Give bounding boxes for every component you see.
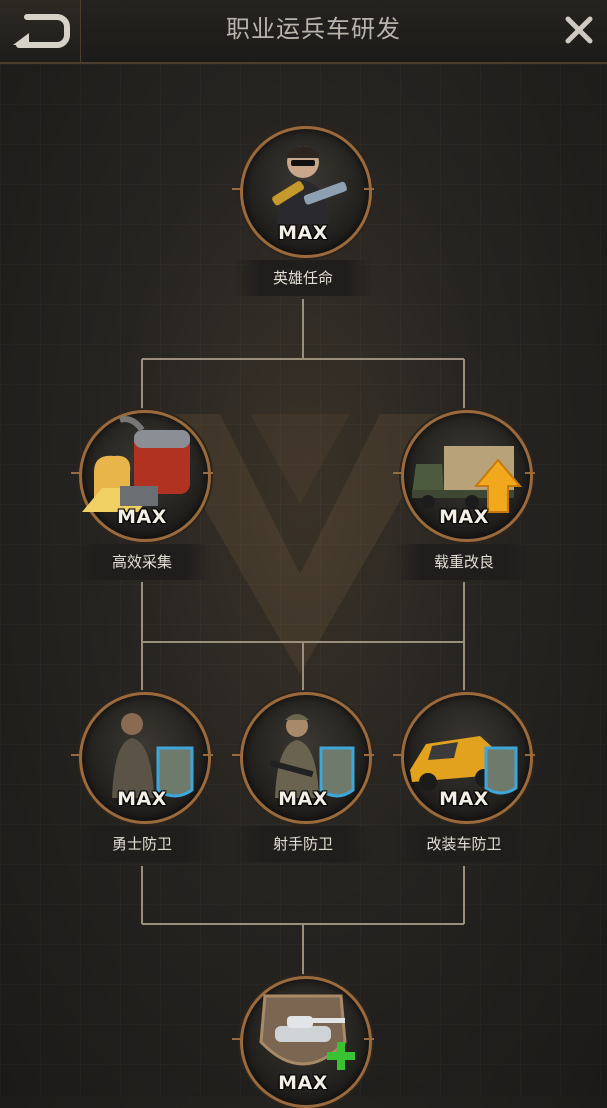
page-title: 职业运兵车研发 — [226, 15, 401, 43]
shooter-shield-icon — [269, 714, 355, 798]
hero-gunner-icon — [272, 146, 347, 224]
back-arrow-icon — [13, 14, 70, 48]
node-label: 改装车防卫 — [394, 826, 534, 862]
ring-tick — [71, 754, 81, 756]
armored-car-shield-icon — [410, 736, 518, 795]
research-tree: MAX 英雄任命 MAX 高效采集 MAX — [0, 64, 607, 1108]
ring-tick — [232, 1038, 242, 1040]
level-badge: MAX — [278, 222, 328, 244]
close-button[interactable] — [557, 8, 601, 52]
close-icon — [565, 16, 593, 44]
node-label: 载重改良 — [394, 544, 534, 580]
level-badge: MAX — [439, 788, 489, 810]
top-bar: 职业运兵车研发 — [0, 0, 607, 64]
background-emblem — [150, 414, 450, 674]
ring-tick — [71, 472, 81, 474]
node-label: 射手防卫 — [233, 826, 373, 862]
ring-tick — [525, 472, 535, 474]
ring-tick — [364, 188, 374, 190]
back-button[interactable] — [0, 0, 81, 62]
ring-tick — [203, 472, 213, 474]
ring-tick — [232, 754, 242, 756]
ring-tick — [232, 188, 242, 190]
warrior-shield-icon — [112, 713, 194, 798]
node-label: 英雄任命 — [233, 260, 373, 296]
resources-icon — [82, 416, 190, 512]
level-badge: MAX — [278, 788, 328, 810]
level-badge: MAX — [117, 788, 167, 810]
ring-tick — [364, 754, 374, 756]
ring-tick — [364, 1038, 374, 1040]
node-label: 高效采集 — [72, 544, 212, 580]
ring-tick — [525, 754, 535, 756]
level-badge: MAX — [278, 1072, 328, 1094]
ring-tick — [203, 754, 213, 756]
tree-connectors — [141, 299, 465, 976]
level-badge: MAX — [117, 506, 167, 528]
tank-plus-icon — [259, 994, 355, 1070]
ring-tick — [393, 754, 403, 756]
ring-tick — [393, 472, 403, 474]
level-badge: MAX — [439, 506, 489, 528]
node-label: 勇士防卫 — [72, 826, 212, 862]
cargo-truck-upgrade-icon — [412, 446, 523, 513]
